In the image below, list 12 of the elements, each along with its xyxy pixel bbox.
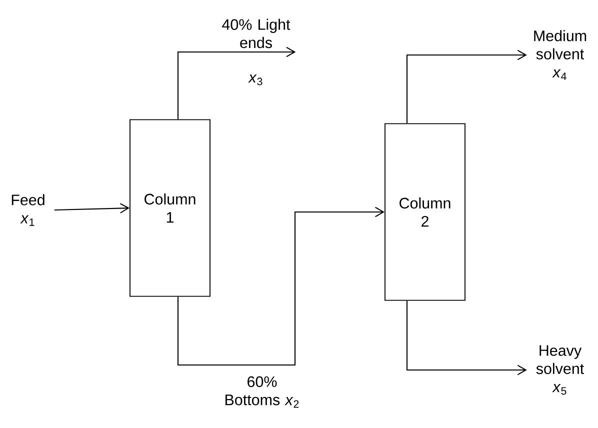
stream-arrow bbox=[54, 203, 130, 214]
stream-arrow bbox=[177, 46, 296, 120]
stream-arrow bbox=[406, 300, 527, 376]
stream-label: Heavy solvent x$_{5}$ bbox=[536, 345, 584, 395]
column-box: Column 2 bbox=[384, 123, 466, 301]
stream-arrow bbox=[177, 206, 385, 366]
stream-label: Medium solvent x$_{4}$ bbox=[534, 30, 586, 80]
stream-arrow bbox=[406, 50, 527, 124]
stream-label: 40% Light ends x$_{3}$ bbox=[222, 18, 290, 86]
column-box: Column 1 bbox=[130, 119, 210, 297]
stream-label: Feed x$_{1}$ bbox=[12, 194, 44, 226]
edge-label: 60% Bottoms x$_{2}$ bbox=[226, 376, 299, 408]
